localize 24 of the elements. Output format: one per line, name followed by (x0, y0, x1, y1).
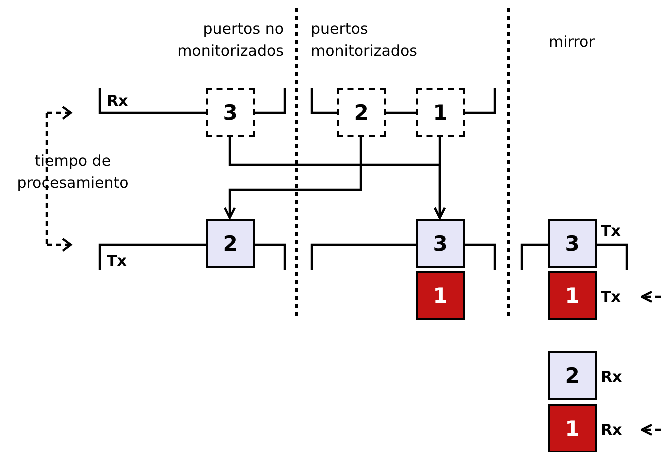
arrow (640, 424, 661, 436)
dashed-packet-box: 2 (337, 88, 386, 137)
port-label: Tx (107, 251, 127, 272)
packet-box: 3 (548, 219, 597, 268)
dashed-packet-box: 3 (206, 88, 255, 137)
arrow (224, 137, 362, 220)
port-label: Rx (107, 91, 128, 112)
port-label: Rx (601, 367, 622, 388)
arrow (640, 290, 661, 304)
arrow (434, 137, 446, 220)
packet-box: 1 (548, 271, 597, 320)
port-label: Tx (601, 221, 621, 242)
port-label: Rx (601, 420, 622, 441)
packet-box: 2 (206, 219, 255, 268)
dashed-packet-box: 1 (416, 88, 465, 137)
timing-label: tiempo de procesamiento (16, 151, 130, 194)
section-heading: mirror (549, 32, 595, 53)
packet-box: 3 (416, 219, 465, 268)
section-heading: puertos no monitorizados (176, 19, 284, 62)
packet-box: 1 (548, 404, 597, 452)
port-label: Tx (601, 287, 621, 308)
packet-box: 2 (548, 351, 597, 400)
packet-box: 1 (416, 271, 465, 320)
section-heading: puertos monitorizados (311, 19, 418, 62)
